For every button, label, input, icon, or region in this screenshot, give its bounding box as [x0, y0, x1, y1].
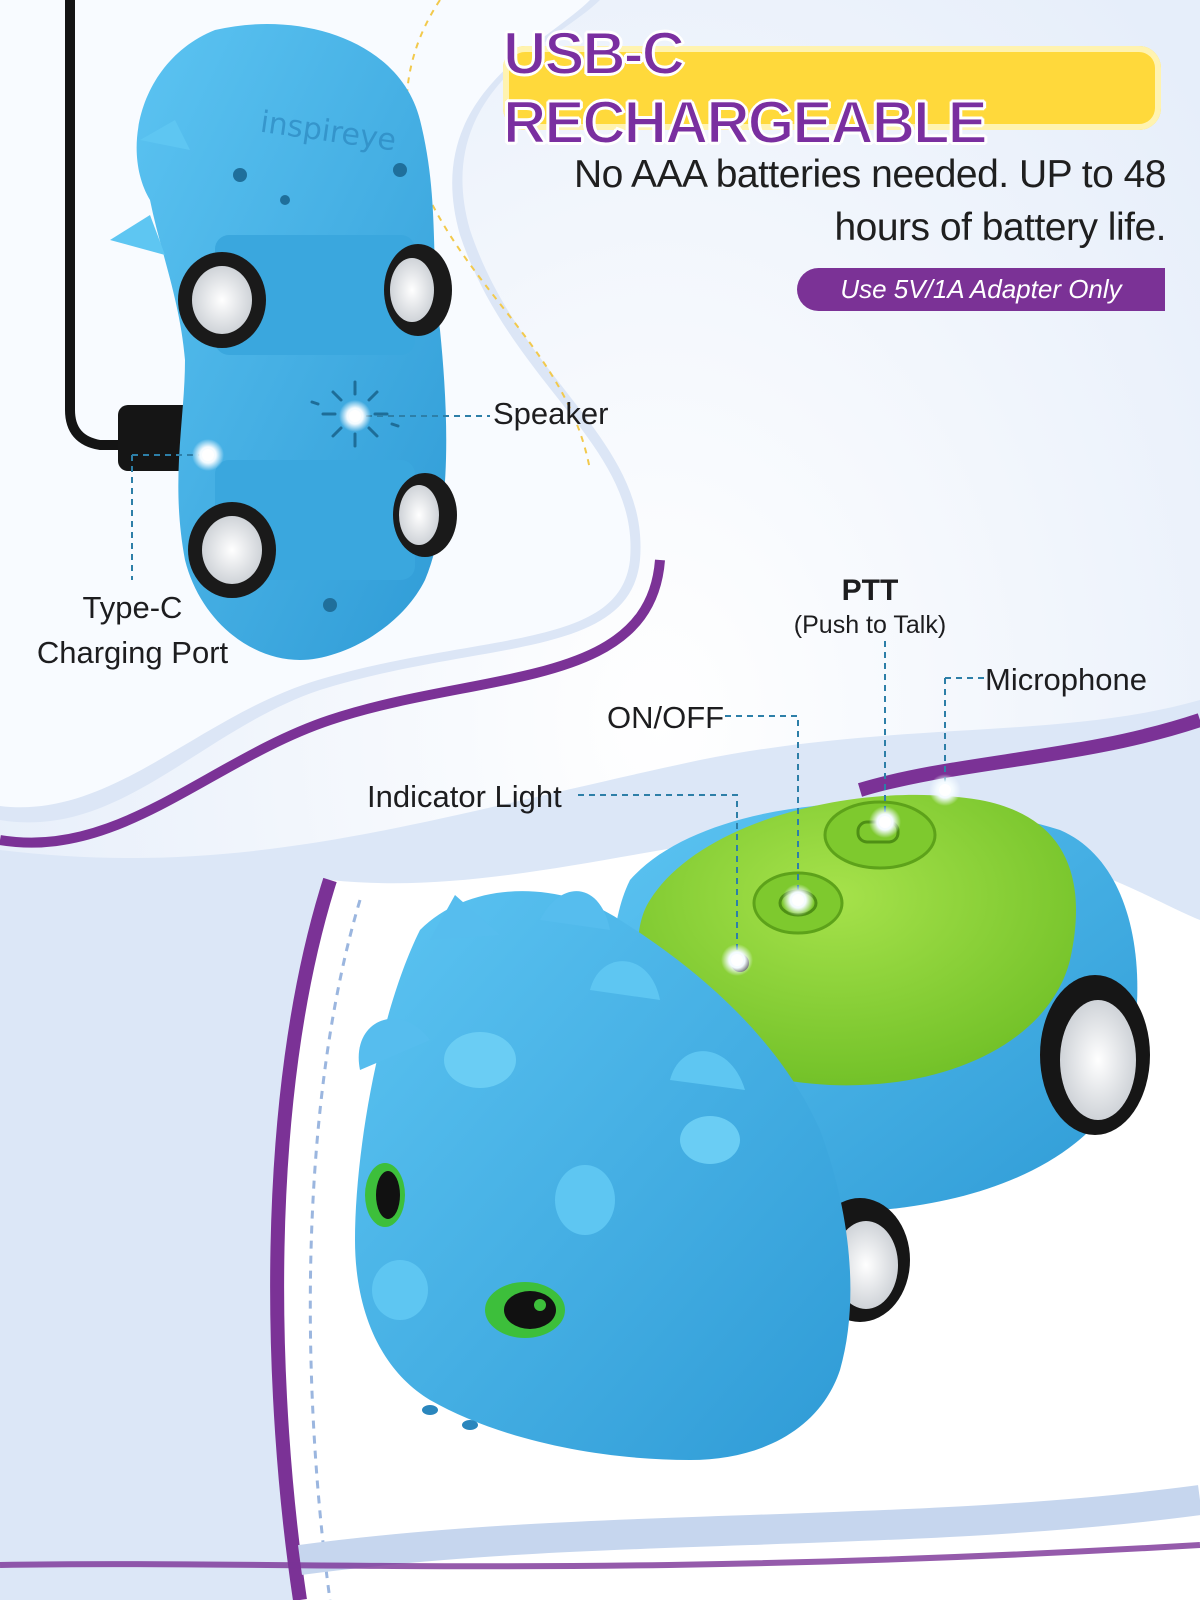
- wheel-rear-left: [188, 502, 276, 598]
- label-ptt-sub: (Push to Talk): [793, 611, 947, 639]
- dino-eye-left: [365, 1163, 405, 1227]
- label-type-c-line2: Charging Port: [36, 635, 229, 670]
- label-microphone: Microphone: [985, 662, 1147, 697]
- label-speaker: Speaker: [493, 396, 609, 431]
- wheel-front-right: [384, 244, 452, 336]
- callout-dots: [192, 400, 961, 976]
- wheel-rear-right: [393, 473, 457, 557]
- toy-underside: [65, 0, 457, 660]
- toy-main: [355, 794, 1150, 1500]
- adapter-note-badge: Use 5V/1A Adapter Only: [797, 268, 1165, 311]
- top-panel-purple-edge: [0, 559, 665, 848]
- label-on-off: ON/OFF: [607, 700, 725, 735]
- subtitle-line-2: hours of battery life.: [834, 206, 1166, 249]
- subtitle-line-1: No AAA batteries needed. UP to 48: [573, 153, 1167, 196]
- headline-text: USB-C RECHARGEABLE: [502, 19, 989, 157]
- subtitle: No AAA batteries needed. UP to 48 hours …: [526, 148, 1167, 254]
- label-type-c-line1: Type-C: [82, 590, 183, 625]
- speaker-grille: [310, 380, 400, 448]
- label-ptt: PTT: [841, 574, 899, 607]
- wheel-rear: [1040, 975, 1150, 1135]
- callout-lines: [131, 415, 984, 958]
- dino-eye-right: [485, 1282, 565, 1338]
- headline-banner: USB-C RECHARGEABLE: [502, 19, 1161, 157]
- label-indicator-light: Indicator Light: [367, 779, 562, 814]
- wheel-front-left: [178, 252, 266, 348]
- adapter-note-text: Use 5V/1A Adapter Only: [840, 274, 1122, 304]
